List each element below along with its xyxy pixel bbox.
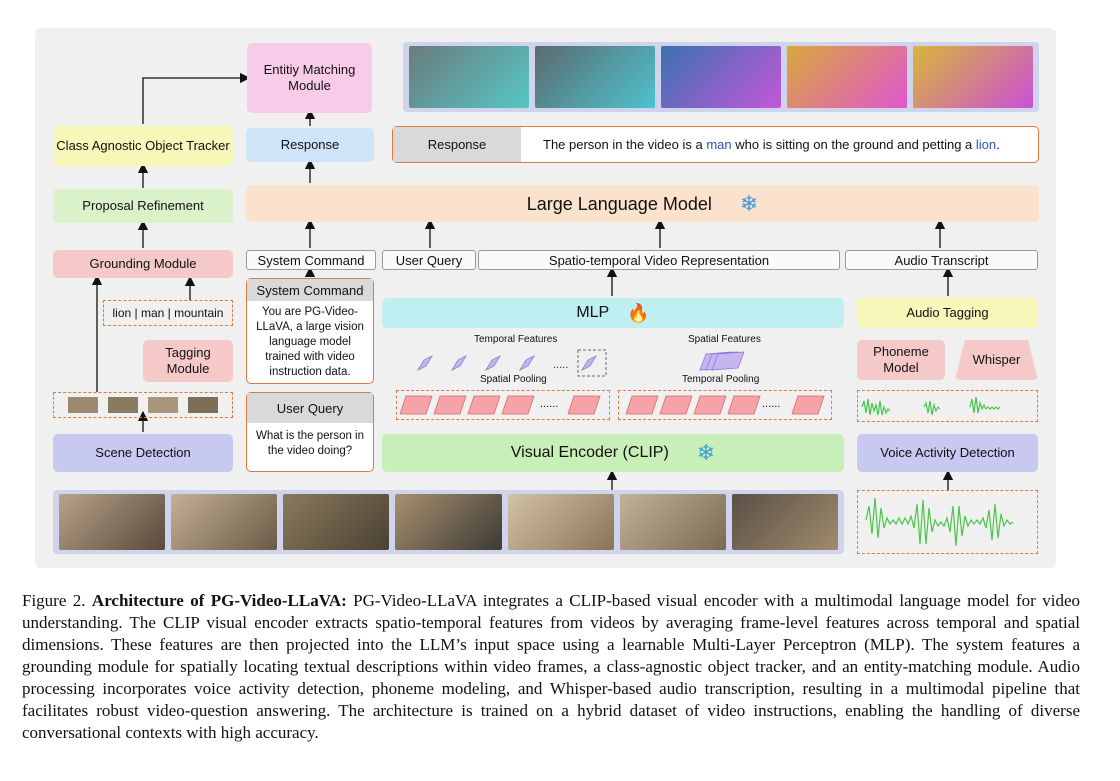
video-frame bbox=[283, 494, 390, 550]
user-query-title: User Query bbox=[247, 393, 373, 423]
system-command-input: System Command bbox=[246, 250, 376, 270]
class-tracker-label: Class Agnostic Object Tracker bbox=[56, 138, 230, 153]
vad-label: Voice Activity Detection bbox=[880, 445, 1015, 460]
user-query-card: User Query What is the person in the vid… bbox=[246, 392, 374, 472]
system-command-card: System Command You are PG-Video-LLaVA, a… bbox=[246, 278, 374, 384]
temporal-pooling-group bbox=[618, 390, 832, 420]
entity-matching-label: Entitiy Matching Module bbox=[263, 62, 356, 93]
llm-label: Large Language Model bbox=[526, 193, 712, 214]
temporal-pooling-label: Temporal Pooling bbox=[682, 374, 760, 385]
response-label: Response bbox=[393, 127, 521, 162]
grounded-frame bbox=[913, 46, 1033, 108]
mlp-label: MLP bbox=[576, 304, 610, 321]
audio-tagging: Audio Tagging bbox=[857, 298, 1038, 328]
system-command-title: System Command bbox=[247, 279, 373, 301]
grounded-frame bbox=[661, 46, 781, 108]
grounding-module: Grounding Module bbox=[53, 250, 233, 278]
spatio-temporal-label: Spatio-temporal Video Representation bbox=[548, 252, 770, 268]
audio-segments bbox=[857, 390, 1038, 422]
entity-matching-module: Entitiy Matching Module bbox=[247, 43, 372, 113]
grounded-frames-strip bbox=[403, 42, 1039, 112]
svg-text:.....: ..... bbox=[553, 359, 568, 371]
frame-thumb bbox=[108, 397, 138, 413]
video-frame bbox=[171, 494, 278, 550]
scene-detection: Scene Detection bbox=[53, 434, 233, 472]
scene-detection-label: Scene Detection bbox=[95, 445, 191, 460]
audio-waveform-input bbox=[857, 490, 1038, 554]
temporal-pooling-bars bbox=[625, 395, 825, 415]
voice-activity-detection: Voice Activity Detection bbox=[857, 434, 1038, 472]
response-text-pre: The person in the video is a bbox=[543, 137, 707, 152]
scene-frames bbox=[53, 392, 233, 418]
grounded-frame bbox=[409, 46, 529, 108]
pooling-dots-right: ...... bbox=[762, 398, 781, 410]
video-frame bbox=[59, 494, 166, 550]
large-language-model: Large Language Model ❄ bbox=[246, 185, 1039, 222]
frame-thumb bbox=[188, 397, 218, 413]
temporal-features-label: Temporal Features bbox=[474, 334, 558, 345]
pooling-dots-left: ...... bbox=[540, 398, 559, 410]
whisper-label: Whisper bbox=[972, 352, 1021, 367]
audio-transcript-label: Audio Transcript bbox=[894, 252, 989, 268]
caption-body: PG-Video-LLaVA integrates a CLIP-based v… bbox=[22, 591, 1080, 742]
mlp-block: MLP 🔥 bbox=[382, 298, 844, 328]
tagging-module-label: Tagging Module bbox=[165, 345, 211, 376]
response-box-label: Response bbox=[280, 137, 340, 152]
video-frame bbox=[507, 494, 614, 550]
response-text-mid: who is sitting on the ground and petting… bbox=[731, 137, 976, 152]
phoneme-model: Phoneme Model bbox=[857, 340, 945, 380]
tags-list: lion | man | mountain bbox=[103, 300, 233, 326]
response-sentence: The person in the video is a man who is … bbox=[521, 137, 1000, 152]
snowflake-icon: ❄ bbox=[739, 190, 759, 216]
response-box: Response bbox=[246, 128, 374, 162]
audio-tagging-label: Audio Tagging bbox=[906, 305, 989, 320]
figure-caption: Figure 2. Architecture of PG-Video-LLaVA… bbox=[22, 590, 1080, 744]
system-command-body: You are PG-Video-LLaVA, a large vision l… bbox=[256, 306, 364, 378]
caption-title: Architecture of PG-Video-LLaVA: bbox=[91, 591, 347, 610]
tagging-module: Tagging Module bbox=[143, 340, 233, 382]
feature-cuboids: ..... bbox=[416, 349, 745, 377]
spatio-temporal-input: Spatio-temporal Video Representation bbox=[478, 250, 840, 270]
audio-waveforms bbox=[861, 396, 1014, 547]
whisper-model: Whisper bbox=[955, 340, 1038, 380]
visual-encoder: Visual Encoder (CLIP) ❄ bbox=[382, 434, 844, 472]
proposal-refinement: Proposal Refinement bbox=[53, 189, 233, 223]
grounding-module-label: Grounding Module bbox=[89, 256, 197, 271]
caption-prefix: Figure 2. bbox=[22, 591, 92, 610]
frame-thumb bbox=[148, 397, 178, 413]
user-query-input: User Query bbox=[382, 250, 476, 270]
phoneme-model-label: Phoneme Model bbox=[873, 344, 929, 375]
response-text-box: Response The person in the video is a ma… bbox=[392, 126, 1039, 163]
proposal-refinement-label: Proposal Refinement bbox=[82, 198, 204, 213]
spatial-features-label: Spatial Features bbox=[688, 334, 761, 345]
spatial-pooling-label: Spatial Pooling bbox=[480, 374, 547, 385]
snowflake-icon: ❄ bbox=[696, 440, 716, 465]
user-query-body: What is the person in the video doing? bbox=[255, 430, 365, 457]
video-frame bbox=[619, 494, 726, 550]
grounded-frame bbox=[787, 46, 907, 108]
video-frame bbox=[731, 494, 838, 550]
visual-encoder-label: Visual Encoder (CLIP) bbox=[510, 444, 669, 461]
fire-icon: 🔥 bbox=[627, 303, 650, 323]
class-agnostic-tracker: Class Agnostic Object Tracker bbox=[53, 126, 233, 166]
tags-text: lion | man | mountain bbox=[112, 306, 224, 320]
audio-transcript-input: Audio Transcript bbox=[845, 250, 1038, 270]
spatial-pooling-group bbox=[396, 390, 610, 420]
user-query-label: User Query bbox=[395, 252, 463, 268]
grounded-frame bbox=[535, 46, 655, 108]
response-word-man: man bbox=[706, 137, 732, 152]
video-frame bbox=[395, 494, 502, 550]
input-video-frames bbox=[53, 490, 844, 554]
response-text-end: . bbox=[996, 137, 1000, 152]
frame-thumb bbox=[68, 397, 98, 413]
spatial-pooling-bars bbox=[399, 395, 601, 415]
system-command-label: System Command bbox=[257, 252, 365, 268]
response-word-lion: lion bbox=[975, 137, 997, 152]
